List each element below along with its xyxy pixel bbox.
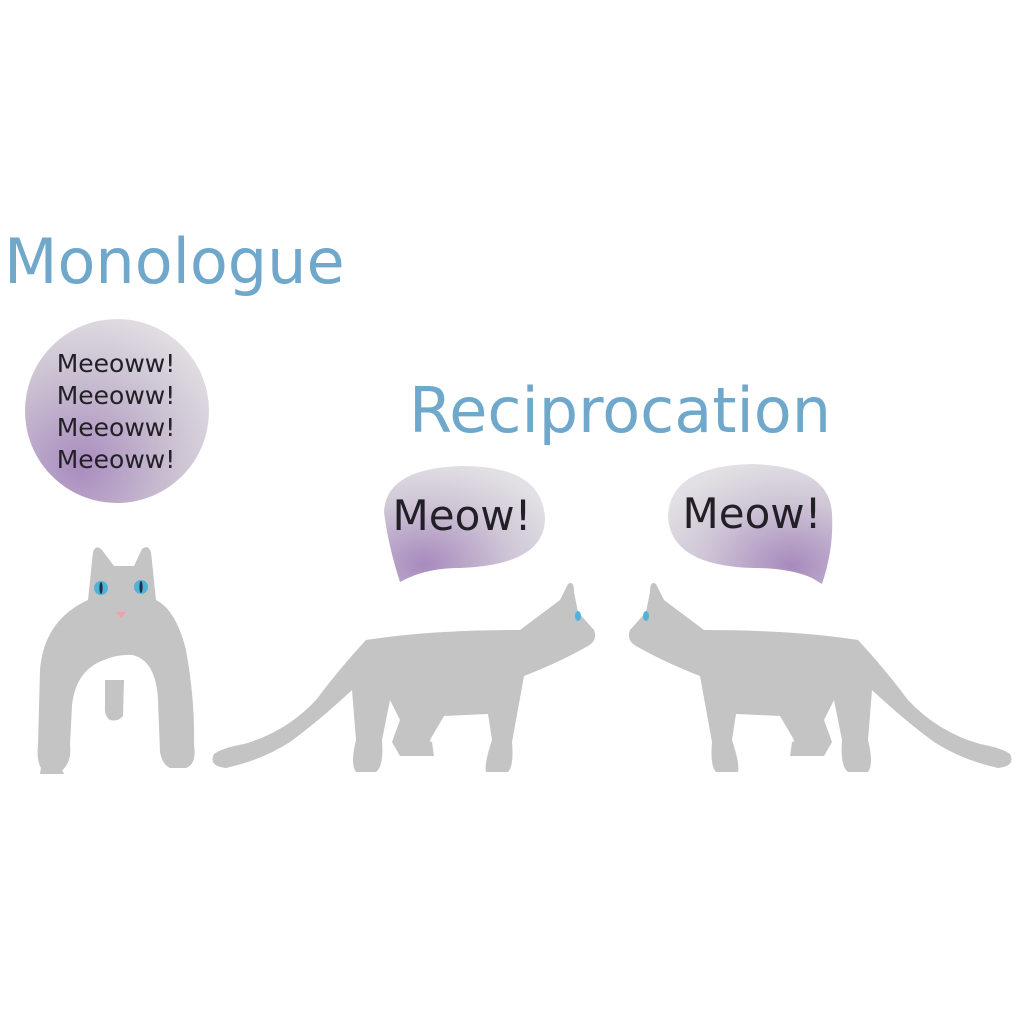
cat-eye-icon [643, 611, 649, 621]
monologue-speech-bubble: Meeoww! Meeoww! Meeoww! Meeoww! [25, 319, 209, 503]
cat-eye-icon [575, 611, 581, 621]
cat-eye-icon [134, 580, 148, 594]
right-speech-bubble: Meow! [668, 464, 833, 584]
left-side-cat [212, 583, 596, 772]
left-speech-bubble: Meow! [384, 466, 545, 582]
reciprocation-title: Reciprocation [409, 374, 831, 447]
monologue-title: Monologue [4, 225, 345, 298]
left-speech-text: Meow! [393, 491, 532, 540]
front-facing-cat [37, 547, 195, 774]
monologue-speech-line: Meeoww! [57, 413, 176, 442]
monologue-speech-line: Meeoww! [57, 349, 176, 378]
right-speech-text: Meow! [683, 489, 822, 538]
cat-nose-icon [116, 612, 126, 618]
cat-eye-icon [94, 581, 108, 595]
monologue-speech-line: Meeoww! [57, 381, 176, 410]
monologue-speech-line: Meeoww! [57, 445, 176, 474]
right-side-cat [628, 583, 1012, 772]
